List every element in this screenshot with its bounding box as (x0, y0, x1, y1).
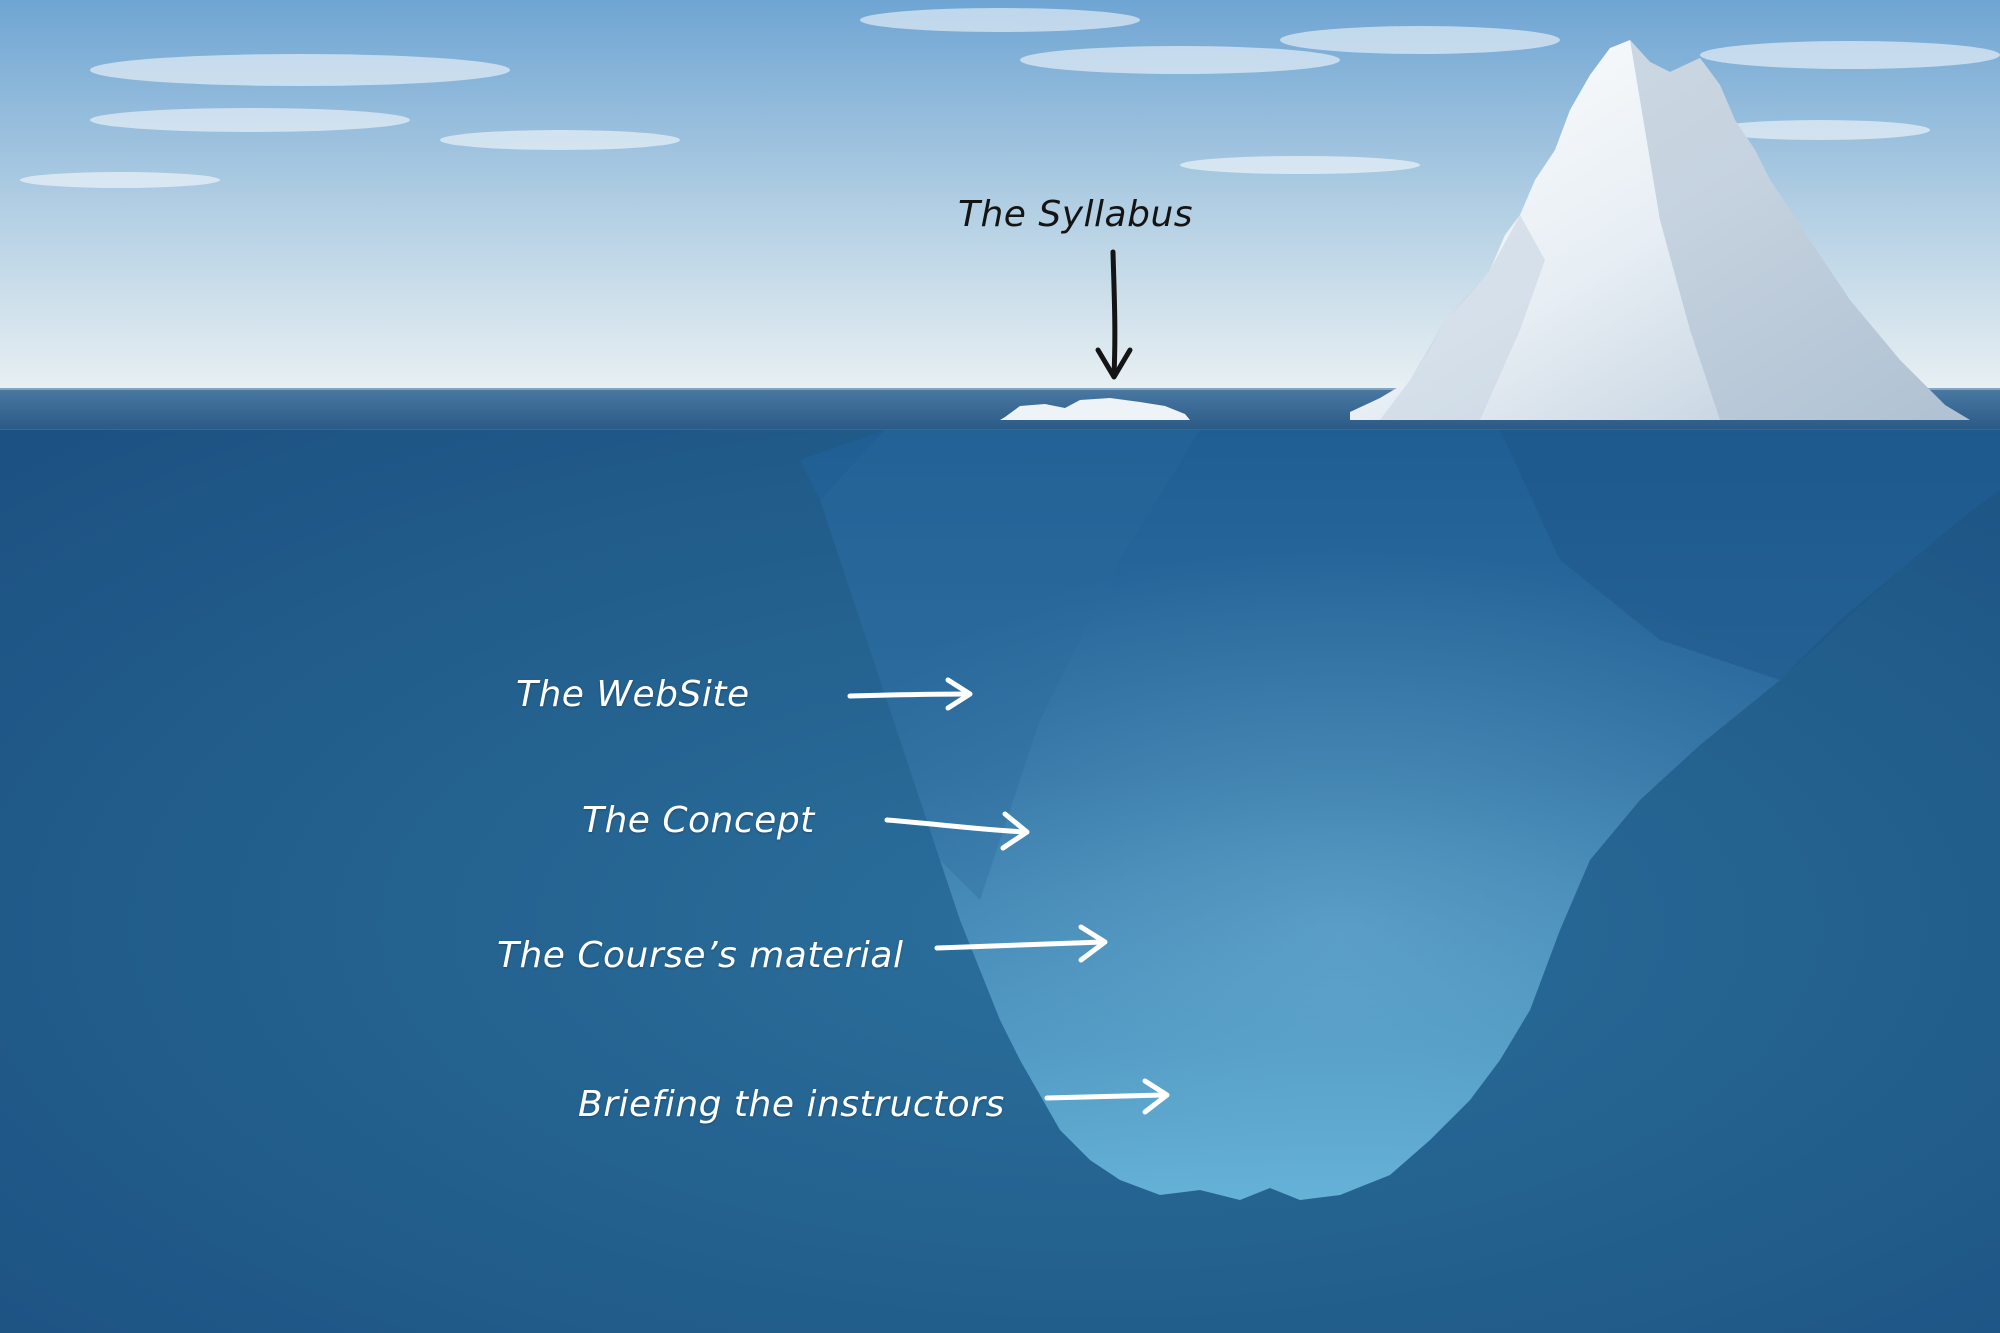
arrow-right-icon (1044, 1078, 1170, 1115)
label-briefing: Briefing the instructors (578, 1084, 1005, 1125)
arrow-down-icon (1095, 249, 1133, 380)
arrow-right-icon (884, 811, 1030, 851)
arrow-right-icon (847, 677, 973, 711)
small-ice-floe (1000, 398, 1190, 420)
label-website: The WebSite (516, 674, 750, 715)
label-syllabus: The Syllabus (958, 194, 1194, 235)
label-concept: The Concept (582, 800, 815, 841)
arrow-right-icon (934, 924, 1108, 963)
clouds (20, 8, 2000, 188)
label-course-material: The Course’s material (497, 935, 904, 976)
